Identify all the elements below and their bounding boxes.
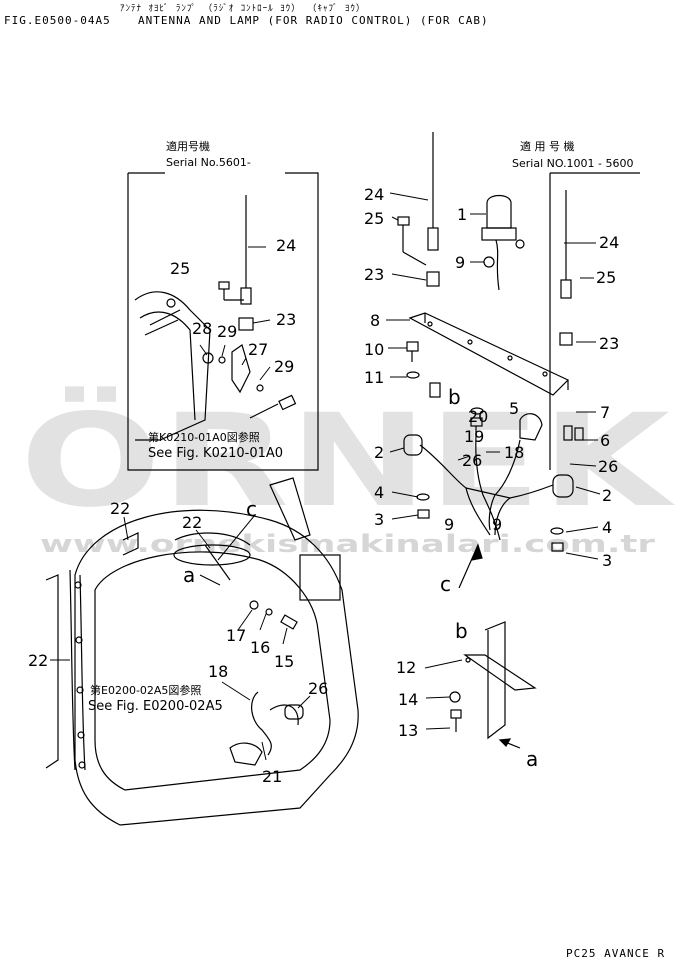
callout-18-cab: 18 <box>208 662 228 681</box>
callout-24-main: 24 <box>364 185 384 204</box>
arrow-to-inset <box>269 477 311 541</box>
lamp-socket <box>229 742 263 766</box>
letter-refs: b b a a c c <box>183 385 538 771</box>
callout-3-left: 3 <box>374 510 384 529</box>
callout-22-top: 22 <box>110 499 130 518</box>
serial-right-jp: 適 用 号 機 <box>520 139 575 153</box>
bracket-plate <box>463 654 537 691</box>
serial-right: Serial NO.1001 - 5600 <box>512 157 634 170</box>
watermark-accent-1 <box>52 417 90 427</box>
callout-26-cab: 26 <box>308 679 328 698</box>
figure-code: FIG.E0500-04A5 <box>4 14 111 27</box>
callout-19: 19 <box>464 427 484 446</box>
callout-25-right: 25 <box>596 268 616 287</box>
clip <box>519 413 543 441</box>
ref-k0210-jp: 第K0210-01A0図参照 <box>148 430 260 444</box>
watermark: ÖRNEK www.ornekismakinalari.com.tr <box>20 386 676 558</box>
callout-24-right: 24 <box>599 233 619 252</box>
ref-box <box>299 554 341 601</box>
callout-23-right: 23 <box>599 334 619 353</box>
callout-12: 12 <box>396 658 416 677</box>
ref-letter-b-bottom: b <box>455 619 468 643</box>
callout-7: 7 <box>600 403 610 422</box>
callout-22-left: 22 <box>28 651 48 670</box>
inset-left-frame <box>127 172 319 471</box>
callout-23-main: 23 <box>364 265 384 284</box>
callout-25-main: 25 <box>364 209 384 228</box>
callout-13: 13 <box>398 721 418 740</box>
relay-left <box>403 434 423 456</box>
callout-22-mid: 22 <box>182 513 202 532</box>
page-title: ANTENNA AND LAMP (FOR RADIO CONTROL) (FO… <box>138 14 489 27</box>
callout-17: 17 <box>226 626 246 645</box>
callout-9-mid: 9 <box>444 515 454 534</box>
callout-8: 8 <box>370 311 380 330</box>
callout-24-inset: 24 <box>276 236 296 255</box>
ref-e0200: See Fig. E0200-02A5 <box>88 699 223 714</box>
serial-left-jp: 適用号機 <box>166 139 210 153</box>
antenna-nut <box>426 271 440 287</box>
ref-letter-c-cab: c <box>246 497 257 521</box>
ref-letter-c-main: c <box>440 572 451 596</box>
relay-right <box>552 474 574 498</box>
footer-model: PC25 AVANCE R <box>566 947 666 960</box>
callout-2-left: 2 <box>374 443 384 462</box>
callout-29-upper: 29 <box>217 322 237 341</box>
callout-11: 11 <box>364 368 384 387</box>
lamp-dome <box>486 194 512 229</box>
callout-5: 5 <box>509 399 519 418</box>
callout-28: 28 <box>192 319 212 338</box>
ref-letter-a-bottom: a <box>526 747 538 771</box>
inset-bracket <box>231 344 251 394</box>
callout-16: 16 <box>250 638 270 657</box>
bracket-upright <box>484 621 506 740</box>
ref-e0200-jp: 第E0200-02A5図参照 <box>90 683 201 697</box>
callout-10: 10 <box>364 340 384 359</box>
inset-left <box>127 172 319 471</box>
header-japanese-title: ｱﾝﾃﾅ ｵﾖﾋﾞ ﾗﾝﾌﾟ （ﾗｼﾞｵ ｺﾝﾄﾛｰﾙ ﾖｳ） （ｷｬﾌﾞ ﾖｳ… <box>120 4 366 14</box>
callout-21: 21 <box>262 767 282 786</box>
callout-6: 6 <box>600 431 610 450</box>
callout-9-right: 9 <box>492 515 502 534</box>
watermark-url: www.ornekismakinalari.com.tr <box>40 530 655 558</box>
callout-18-main: 18 <box>504 443 524 462</box>
callout-26-right: 26 <box>598 457 618 476</box>
callouts: 1 24 25 9 23 8 10 11 20 5 19 2 18 26 4 3… <box>28 185 619 786</box>
callout-20: 20 <box>468 407 488 426</box>
main-assembly <box>397 132 584 589</box>
callout-26-main: 26 <box>462 451 482 470</box>
callout-4-right: 4 <box>602 518 612 537</box>
callout-14: 14 <box>398 690 418 709</box>
callout-27: 27 <box>248 340 268 359</box>
inset-cab-body <box>134 291 211 441</box>
antenna-base <box>427 227 439 251</box>
inset-antenna-base <box>238 317 254 331</box>
antenna-bolt <box>397 216 410 226</box>
callout-2-right: 2 <box>602 486 612 505</box>
leader-lines <box>50 192 601 761</box>
callout-15: 15 <box>274 652 294 671</box>
callout-4-left: 4 <box>374 483 384 502</box>
serial-left: Serial No.5601- <box>166 156 251 169</box>
watermark-brand: ÖRNEK <box>20 386 676 536</box>
ref-letter-b-top: b <box>448 385 461 409</box>
callout-23-inset: 23 <box>276 310 296 329</box>
callout-3-right: 3 <box>602 551 612 570</box>
cab-outline <box>74 509 359 826</box>
ref-k0210: See Fig. K0210-01A0 <box>148 446 283 461</box>
callout-29-lower: 29 <box>274 357 294 376</box>
cab-body <box>45 477 359 826</box>
callout-9-top: 9 <box>455 253 465 272</box>
watermark-accent-2 <box>88 417 126 427</box>
callout-1: 1 <box>457 205 467 224</box>
cab-window <box>94 551 331 791</box>
ref-letter-a-cab: a <box>183 563 195 587</box>
callout-25-inset: 25 <box>170 259 190 278</box>
inset-right <box>549 172 640 470</box>
lamp-base <box>481 227 517 241</box>
